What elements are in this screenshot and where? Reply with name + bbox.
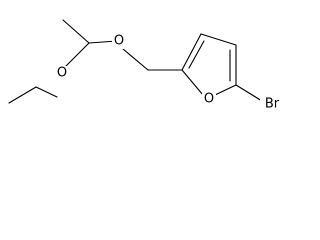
bond-ethyl-ch3-ch2 (8, 86, 37, 104)
atom-o-furan: O (202, 91, 216, 107)
bond-o-ch2 (122, 48, 149, 71)
atom-o-ether-top: O (112, 33, 126, 49)
bond-furan-c3-c4 (200, 33, 237, 46)
bond-furan-c2-c3 (181, 33, 202, 71)
bond-furan-c5-o (214, 84, 237, 96)
atom-label-br: Br (265, 97, 280, 112)
atom-label-o-top: O (114, 34, 124, 49)
molecule-structure: O O O Br (8, 19, 282, 112)
atom-br: Br (260, 96, 282, 112)
bond-o-acetal-c (64, 42, 90, 68)
bond-ethyl-ch2-o (35, 86, 58, 98)
atom-label-o-left: O (57, 66, 67, 81)
bond-furan-o-c2 (181, 69, 204, 96)
atom-label-layer: O O O Br (55, 33, 282, 112)
bond-acetal-c-methyl (62, 19, 90, 44)
double-bond-furan-c2-c3 (188, 40, 205, 69)
bond-layer (8, 19, 263, 104)
bond-c5-br (235, 84, 263, 102)
atom-o-ether-left: O (55, 66, 69, 82)
atom-label-o-furan: O (204, 92, 214, 107)
